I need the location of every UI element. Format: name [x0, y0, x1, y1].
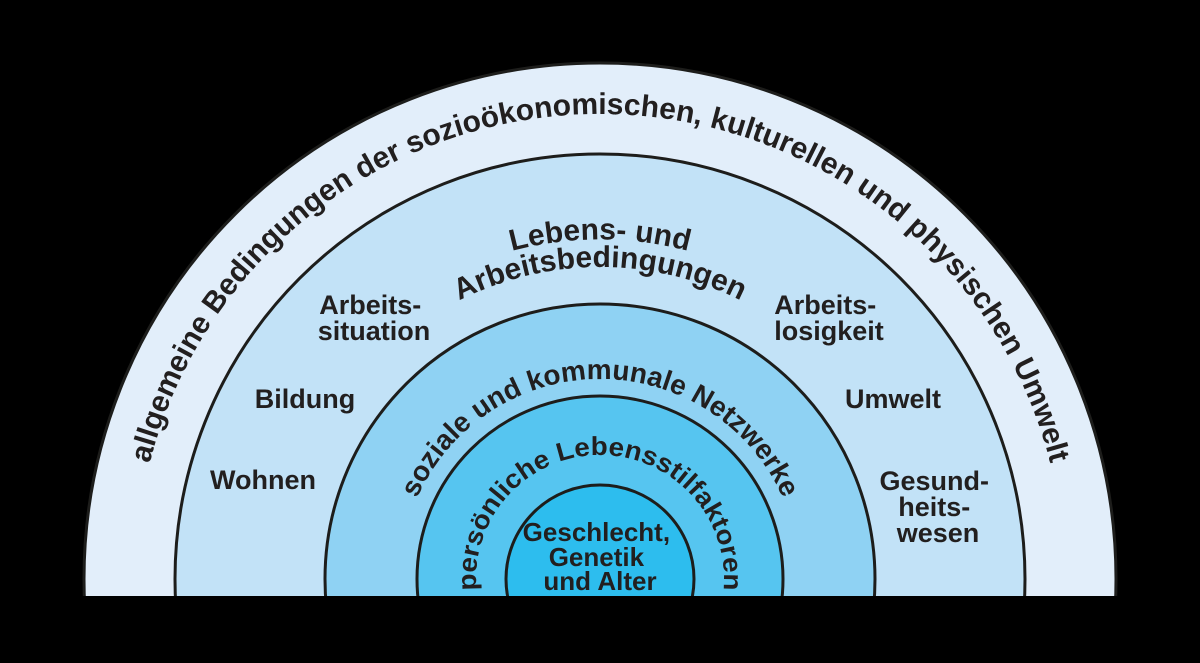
item-line: Wohnen [210, 465, 316, 495]
item-gesundheitswesen: Gesund- heits- wesen [879, 466, 996, 548]
item-line: Umwelt [845, 384, 941, 414]
item-line: situation [318, 316, 431, 346]
item-line: losigkeit [774, 316, 884, 346]
item-line: Arbeits- [319, 290, 421, 320]
core-label-line: Genetik [549, 542, 645, 572]
core-label-line: und Alter [543, 566, 656, 596]
item-line: Gesund- [879, 466, 989, 496]
item-bildung: Bildung [255, 384, 355, 414]
baseline-mask [0, 596, 1200, 663]
item-line: wesen [896, 518, 980, 548]
item-line: heits- [898, 492, 970, 522]
item-line: Arbeits- [774, 290, 876, 320]
item-line: Bildung [255, 384, 355, 414]
item-wohnen: Wohnen [210, 465, 316, 495]
item-arbeitssituation: Arbeits- situation [318, 290, 431, 346]
core-label: Geschlecht, Genetik und Alter [523, 517, 678, 596]
item-arbeitslosigkeit: Arbeits- losigkeit [774, 290, 884, 346]
item-umwelt: Umwelt [845, 384, 941, 414]
